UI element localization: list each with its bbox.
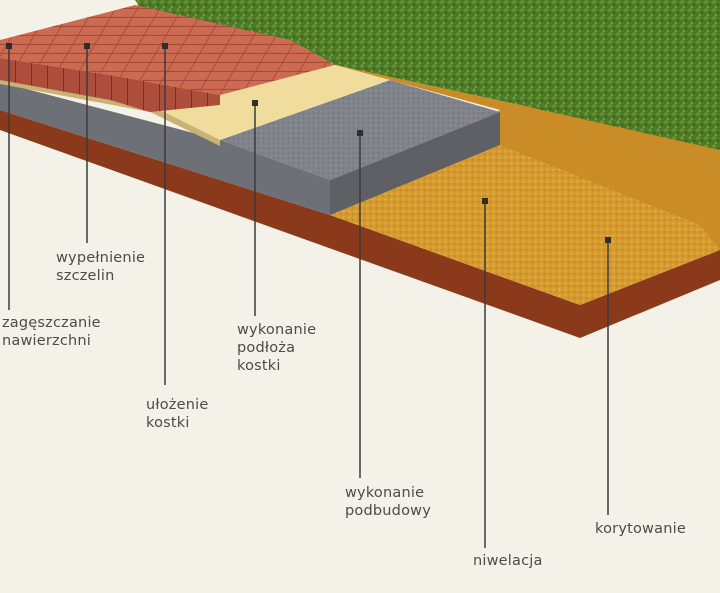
gravel-base-side	[330, 112, 500, 215]
soil-trench-wall	[335, 65, 720, 250]
grass-layer	[135, 0, 720, 150]
label-joint-filling: wypełnienie szczelin	[56, 250, 146, 284]
paving-brick-top	[0, 5, 335, 95]
label-paver-bedding: wykonanie podłoża kostki	[237, 322, 317, 374]
leader-markers	[6, 43, 611, 243]
label-excavation: korytowanie	[595, 521, 686, 537]
label-laying-pavers: ułożenie kostki	[146, 397, 209, 431]
label-subbase: wykonanie podbudowy	[345, 485, 431, 519]
leader-lines	[8, 46, 609, 548]
sand-bedding-edge	[0, 76, 220, 146]
label-leveling: niwelacja	[473, 553, 543, 569]
label-surface-compaction: zagęszczanie nawierzchni	[2, 315, 101, 349]
